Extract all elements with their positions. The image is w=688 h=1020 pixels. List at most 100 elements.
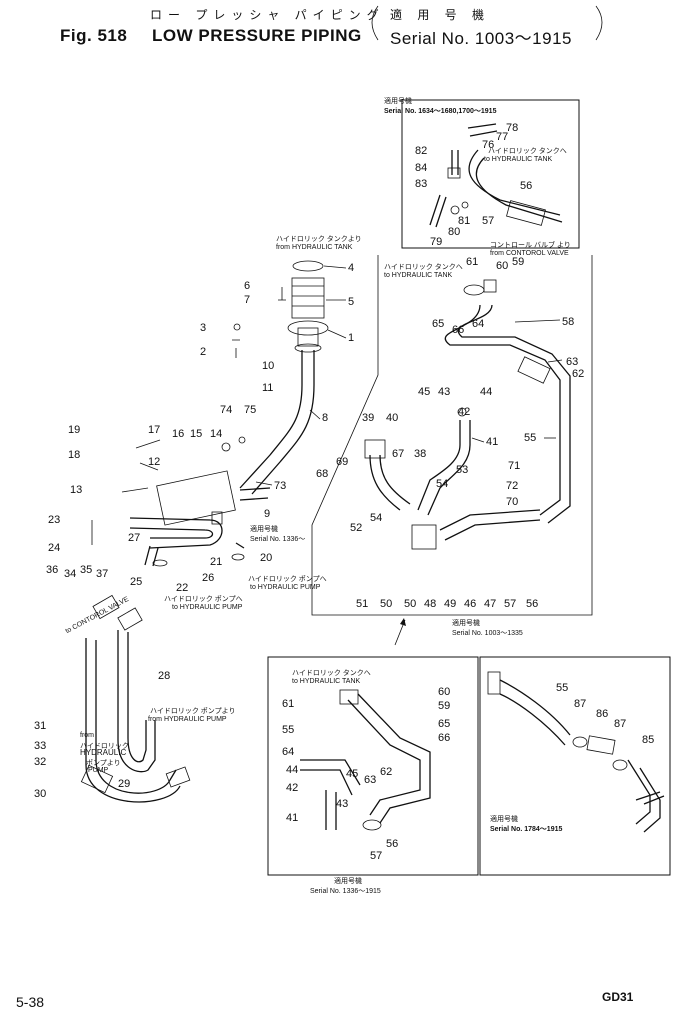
inset-top-pipes xyxy=(429,123,563,228)
part-label: 58 xyxy=(562,316,575,328)
part-label: 13 xyxy=(70,484,83,496)
part-label: 77 xyxy=(496,131,509,143)
part-label: 33 xyxy=(34,740,47,752)
part-label: 54 xyxy=(370,512,383,524)
part-label: 87 xyxy=(614,718,627,730)
caption-to-tank-82-en: to HYDRAULIC TANK xyxy=(484,156,553,163)
part-label: 42 xyxy=(458,406,471,418)
caption-from-pump2-jp2: ポンプより xyxy=(86,760,121,767)
part-label: 7 xyxy=(244,294,251,306)
inset-top-frame xyxy=(401,99,580,249)
part-label: 41 xyxy=(486,436,499,448)
inset-top-kanji: 適用号機 xyxy=(384,98,412,105)
part-label: 36 xyxy=(46,564,59,576)
part-label: 64 xyxy=(282,746,295,758)
part-label: 76 xyxy=(482,139,495,151)
inset-middle-kanji: 適用号機 xyxy=(452,620,480,627)
part-label: 43 xyxy=(438,386,451,398)
inset-bottom-left-frame xyxy=(267,656,479,876)
caption-to-pump-20-en: to HYDRAULIC PUMP xyxy=(250,584,321,591)
title-serial: Serial No. 1003～1915 xyxy=(390,29,573,48)
part-label: 61 xyxy=(466,256,479,268)
part-label: 2 xyxy=(200,346,207,358)
part-label: 61 xyxy=(282,698,295,710)
part-label: 18 xyxy=(68,449,81,461)
part-label: 26 xyxy=(202,572,215,584)
part-label: 42 xyxy=(286,782,299,794)
part-label: 57 xyxy=(482,215,495,227)
part-label: 15 xyxy=(190,428,203,440)
inset-bottom-left-pipes xyxy=(300,689,431,831)
header-bracket-left xyxy=(371,5,379,41)
part-label: 65 xyxy=(438,718,451,730)
inset-bottom-right-frame xyxy=(479,656,671,876)
pipe-8 xyxy=(239,350,315,495)
part-label: 34 xyxy=(64,568,77,580)
part-label: 73 xyxy=(274,480,287,492)
part-label: 25 xyxy=(130,576,143,588)
caption-from-pump2-from: from xyxy=(80,732,94,739)
part-label: 56 xyxy=(386,838,399,850)
part-label: 1 xyxy=(348,332,355,344)
part-label: 83 xyxy=(415,178,428,190)
page-title: LOW PRESSURE PIPING xyxy=(152,26,362,45)
part-label: 45 xyxy=(418,386,431,398)
caption-to-tank-61-en: to HYDRAULIC TANK xyxy=(384,272,453,279)
part-label: 38 xyxy=(414,448,427,460)
part-label: 43 xyxy=(336,798,349,810)
part-label: 68 xyxy=(316,468,329,480)
main-serial-kanji: 適用号機 xyxy=(250,526,278,533)
part-label: 45 xyxy=(346,768,359,780)
part-label: 41 xyxy=(286,812,299,824)
part-label: 5 xyxy=(348,296,355,308)
part-label: 54 xyxy=(436,478,449,490)
part-label: 4 xyxy=(348,262,355,274)
part-label: 62 xyxy=(380,766,393,778)
part-label: 55 xyxy=(524,432,537,444)
part-label: 8 xyxy=(322,412,329,424)
part-label: 11 xyxy=(262,382,274,394)
part-label: 29 xyxy=(118,778,131,790)
model-code: GD31 xyxy=(602,990,634,1004)
part-label: 51 xyxy=(356,598,369,610)
caption-from-pump2-hyd: HYDRAULIC xyxy=(80,748,127,757)
part-label: 82 xyxy=(415,145,428,157)
main-pump-assembly xyxy=(91,436,271,567)
part-label: 84 xyxy=(415,162,428,174)
part-label: 16 xyxy=(172,428,185,440)
part-label: 20 xyxy=(260,552,273,564)
part-label: 19 xyxy=(68,424,81,436)
inset-bottom-right-serial: Serial No. 1784～1915 xyxy=(490,826,563,833)
part-label: 85 xyxy=(642,734,655,746)
part-label: 62 xyxy=(572,368,585,380)
part-label: 66 xyxy=(452,324,465,336)
part-label: 21 xyxy=(210,556,223,568)
part-label: 47 xyxy=(484,598,497,610)
part-label: 14 xyxy=(210,428,223,440)
figure-number: Fig. 518 xyxy=(60,26,128,45)
part-label: 32 xyxy=(34,756,47,768)
header-bracket-right xyxy=(595,5,603,41)
part-label: 86 xyxy=(596,708,609,720)
inset-bottom-left-kanji: 適用号機 xyxy=(334,878,362,885)
inset-middle-pipes xyxy=(364,279,571,550)
part-label: 71 xyxy=(508,460,521,472)
part-label: 50 xyxy=(404,598,417,610)
page-number: 5-38 xyxy=(16,994,45,1010)
inset-bottom-right-pipes xyxy=(487,671,665,833)
caption-to-pump-20-jp: ハイドロリック ポンプへ xyxy=(248,576,327,583)
part-label: 44 xyxy=(480,386,493,398)
caption-from-pump-jp: ハイドロリック ポンプより xyxy=(150,708,236,715)
part-label: 24 xyxy=(48,542,61,554)
part-label: 12 xyxy=(148,456,161,468)
part-label: 27 xyxy=(128,532,141,544)
main-filter-assembly xyxy=(232,260,329,358)
leader-lines xyxy=(255,265,563,486)
part-label: 9 xyxy=(264,508,271,520)
part-label: 46 xyxy=(464,598,477,610)
part-label: 60 xyxy=(438,686,451,698)
main-serial: Serial No. 1336～ xyxy=(250,536,306,543)
part-label: 64 xyxy=(472,318,485,330)
part-label: 52 xyxy=(350,522,363,534)
part-label: 63 xyxy=(566,356,579,368)
